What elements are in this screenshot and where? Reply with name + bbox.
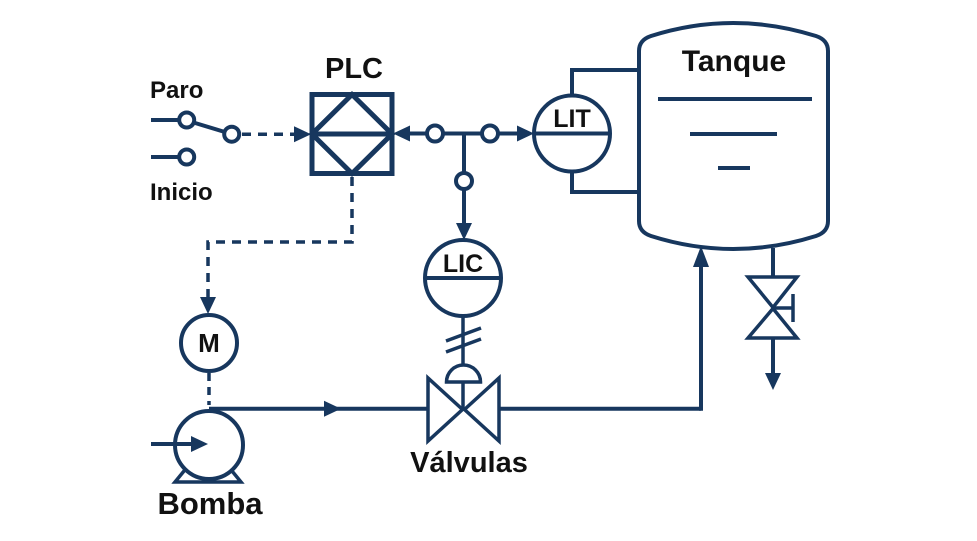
lic-label: LIC [443,250,483,278]
actuator-dome [444,363,483,384]
tank-label: Tanque [682,45,786,78]
lit-transmitter: LIT [532,68,639,194]
drain-triangle-top [744,275,801,311]
paro-contact [177,110,197,130]
inicio-contact [177,147,197,167]
common-contact [222,124,242,144]
arrowhead-into-plc-left [294,126,311,143]
valve-triangle-left [426,374,466,445]
signal-switch-to-plc [242,126,311,143]
lit-bracket-bottom [570,170,639,194]
signal-plc-to-motor [200,177,354,314]
valve-triangle-right [461,374,501,445]
valves-label: Válvulas [410,447,528,479]
junction-dot-1 [425,123,445,144]
signal-slash-2 [445,326,482,343]
arrowhead-drain [765,373,781,390]
control-valve: Válvulas [410,316,528,479]
switch-blade [192,120,226,134]
lit-label: LIT [553,105,591,133]
plc-motor-dashed [206,177,354,298]
plc-label: PLC [325,53,383,85]
junction-dot-2 [480,123,500,144]
paro-label: Paro [150,77,203,104]
motor-label: M [198,328,220,358]
start-stop-switch: Paro Inicio [150,77,242,206]
arrowhead-suction [191,436,208,452]
arrowhead-into-motor [200,297,216,314]
drain-triangle-bottom [744,305,801,340]
pump-label: Bomba [157,486,263,521]
pump: Bomba [151,409,263,521]
motor-circle [179,313,239,373]
plc-diamond [308,90,396,178]
arrowhead-into-tank [693,246,709,267]
signal-slash-1 [445,337,482,354]
inicio-label: Inicio [150,179,213,206]
tank: Tanque [637,21,830,251]
motor: M [179,313,239,405]
drain-valve [744,248,801,390]
arrowhead-into-lit [517,125,534,142]
arrowhead-into-lic [456,223,472,240]
arrowhead-into-plc-right [393,125,410,142]
junction-dot-3 [454,171,474,191]
arrowhead-flow-right [324,400,341,417]
lit-bracket-top [570,68,639,97]
signal-plc-lit [393,123,534,240]
process-pipes [209,246,709,417]
plc-block: PLC [308,53,396,178]
lic-controller: LIC [423,238,503,318]
